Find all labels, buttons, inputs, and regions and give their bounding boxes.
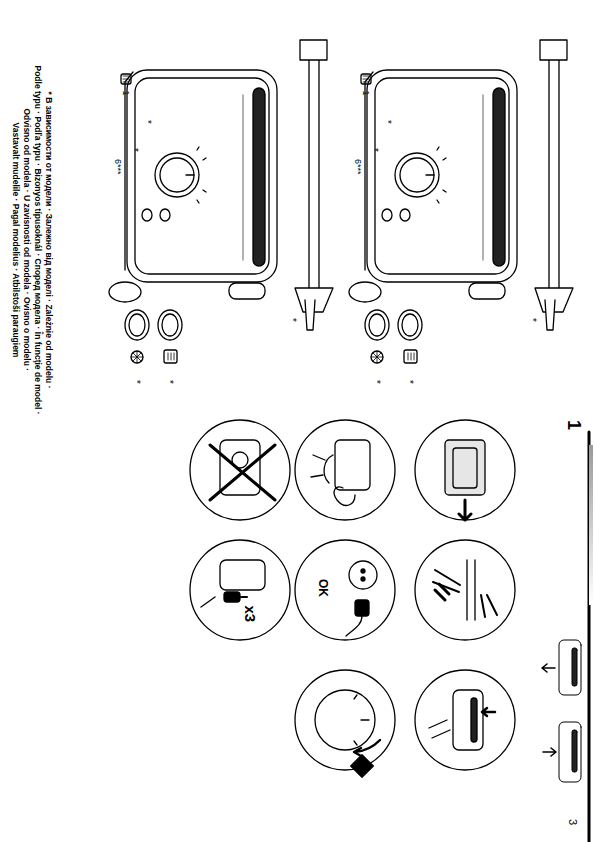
footnote-asterisk: * xyxy=(370,148,381,152)
repeat-count: x3 xyxy=(242,606,259,623)
footnote-asterisk: * xyxy=(143,120,154,124)
setting-number: 6*** xyxy=(112,159,122,175)
setting-number: 1 xyxy=(360,91,370,96)
footnote-asterisk: * xyxy=(165,380,176,384)
footnote-asterisk: * xyxy=(132,380,143,384)
footnote-asterisk: * xyxy=(383,120,394,124)
footnote-asterisk: * xyxy=(405,380,416,384)
setting-number: 1 xyxy=(120,91,130,96)
setting-number: 6*** xyxy=(352,159,362,175)
figure-number: 1 xyxy=(563,420,583,430)
footnote-asterisk: * xyxy=(528,318,539,322)
ok-mark: OK xyxy=(316,579,329,597)
footnote-text: * В зависимости от модели · Залежно від … xyxy=(44,92,53,389)
page-number: 3 xyxy=(567,819,579,825)
footnote-text: Podle typu · Podľa typu · Bizonyos típus… xyxy=(33,66,42,415)
footnote-asterisk: * xyxy=(372,380,383,384)
footnote-asterisk: * xyxy=(288,318,299,322)
footnote-text: Vastavalt mudelile · Pagal modelius · At… xyxy=(11,123,20,358)
footnote-asterisk: * xyxy=(130,148,141,152)
footnote-text: Odvisno od modela · U zavisnosti od mode… xyxy=(22,109,31,372)
